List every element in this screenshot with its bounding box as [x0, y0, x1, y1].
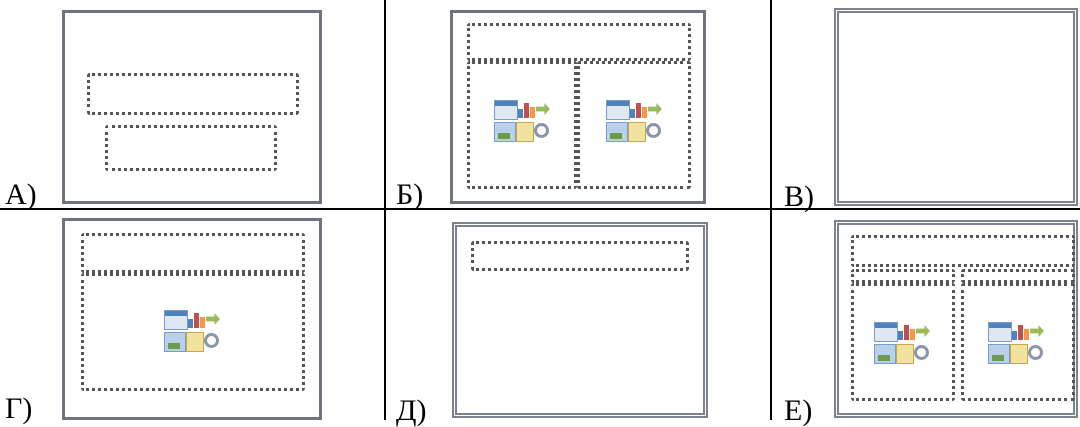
picture-icon [988, 344, 1010, 364]
chart-icon [518, 102, 536, 118]
content-icons [988, 322, 1044, 368]
column-divider-2 [770, 0, 772, 420]
content-icons [494, 100, 550, 146]
smartart-icon [536, 103, 550, 115]
option-d-label: Д) [396, 394, 427, 427]
media-icon [914, 345, 929, 360]
option-g: Г) [0, 210, 384, 424]
left-content-placeholder [467, 61, 577, 189]
media-icon [1028, 345, 1043, 360]
chart-icon [898, 324, 916, 340]
option-b-label: Б) [396, 178, 424, 211]
clipart-icon [186, 332, 204, 352]
content-icons [164, 310, 220, 356]
option-g-label: Г) [5, 392, 33, 425]
slide-comparison-layout [834, 220, 1078, 418]
chart-icon [630, 102, 648, 118]
clipart-icon [628, 122, 646, 142]
title-placeholder [87, 73, 299, 115]
content-icons [874, 322, 930, 368]
slide-title-layout [62, 10, 322, 204]
chart-icon [1012, 324, 1030, 340]
picture-icon [874, 344, 896, 364]
row-divider [0, 208, 1080, 210]
option-b: Б) [386, 0, 770, 211]
option-v-label: В) [784, 180, 814, 213]
smartart-icon [1030, 325, 1044, 337]
clipart-icon [896, 344, 914, 364]
table-icon [988, 322, 1012, 342]
title-placeholder [851, 235, 1075, 267]
clipart-icon [516, 122, 534, 142]
option-e-label: Е) [784, 394, 813, 427]
option-e: Е) [772, 210, 1080, 426]
picture-icon [606, 122, 628, 142]
option-a-label: А) [5, 178, 37, 211]
left-heading-placeholder [851, 269, 955, 283]
option-d: Д) [386, 210, 770, 426]
option-a: А) [0, 0, 384, 211]
picture-icon [494, 122, 516, 142]
right-content-placeholder [961, 283, 1075, 401]
clipart-icon [1010, 344, 1028, 364]
left-content-placeholder [851, 283, 955, 401]
smartart-icon [916, 325, 930, 337]
smartart-icon [648, 103, 662, 115]
table-icon [494, 100, 518, 120]
table-icon [606, 100, 630, 120]
picture-icon [164, 332, 186, 352]
slide-blank-layout [834, 8, 1078, 206]
slide-title-content-layout [62, 218, 322, 420]
chart-icon [188, 312, 206, 328]
subtitle-placeholder [105, 125, 277, 171]
media-icon [204, 333, 219, 348]
slide-two-content-layout [450, 10, 706, 204]
media-icon [534, 123, 549, 138]
option-v: В) [772, 0, 1080, 212]
title-placeholder [471, 241, 689, 271]
table-icon [164, 310, 188, 330]
column-divider-1 [384, 0, 386, 420]
title-placeholder [467, 23, 691, 61]
content-icons [606, 100, 662, 146]
media-icon [646, 123, 661, 138]
title-placeholder [81, 233, 305, 273]
right-heading-placeholder [961, 269, 1075, 283]
right-content-placeholder [577, 61, 691, 189]
slide-title-only-layout [452, 222, 708, 418]
content-placeholder [81, 273, 305, 391]
smartart-icon [206, 313, 220, 325]
table-icon [874, 322, 898, 342]
